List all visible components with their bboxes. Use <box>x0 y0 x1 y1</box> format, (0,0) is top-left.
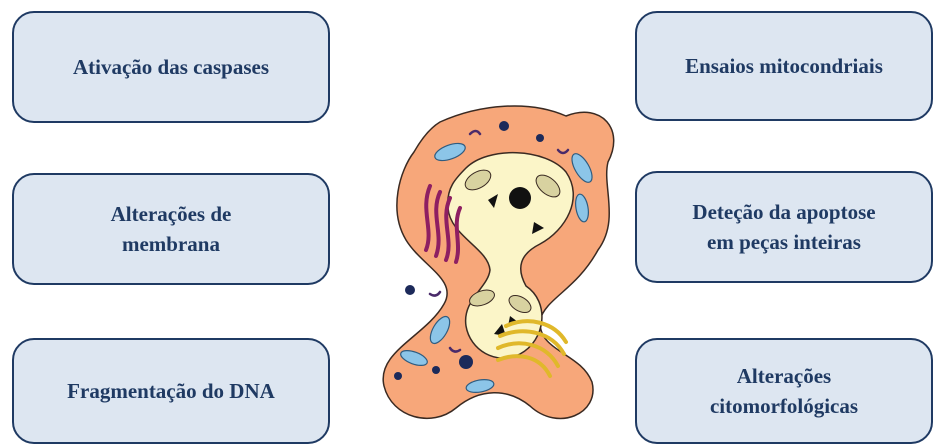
wholemount-detection-box: Deteção da apoptose em peças inteiras <box>635 171 933 283</box>
dna-fragmentation-box: Fragmentação do DNA <box>12 338 330 444</box>
membrane-changes-label-line1: Alterações de <box>111 199 232 229</box>
wholemount-detection-label-line2: em peças inteiras <box>692 227 875 257</box>
caspase-activation-label: Ativação das caspases <box>73 52 269 82</box>
cytomorphological-changes-label-line1: Alterações <box>710 361 858 391</box>
mitochondrial-assays-box: Ensaios mitocondriais <box>635 11 933 121</box>
caspase-activation-box: Ativação das caspases <box>12 11 330 123</box>
membrane-changes-label-line2: membrana <box>111 229 232 259</box>
mitochondrial-assays-label: Ensaios mitocondriais <box>685 51 883 81</box>
membrane-changes-box: Alterações de membrana <box>12 173 330 285</box>
dna-fragmentation-label: Fragmentação do DNA <box>67 376 275 406</box>
apoptotic-cell-icon <box>370 90 632 440</box>
wholemount-detection-label-line1: Deteção da apoptose <box>692 197 875 227</box>
cytomorphological-changes-label-line2: citomorfológicas <box>710 391 858 421</box>
cytomorphological-changes-box: Alterações citomorfológicas <box>635 338 933 444</box>
